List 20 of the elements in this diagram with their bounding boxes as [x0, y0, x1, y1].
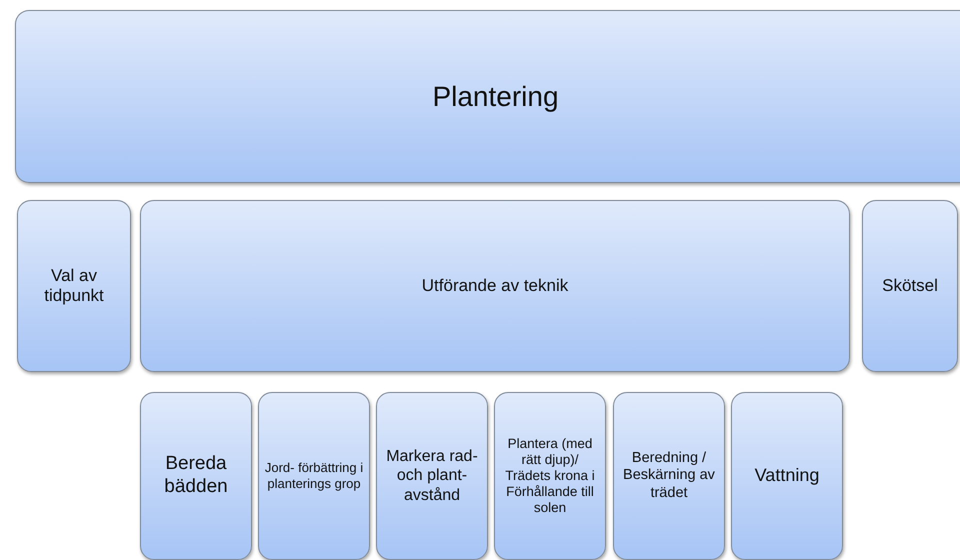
step-label: Val av tidpunkt: [43, 266, 105, 306]
step-box: [258, 392, 370, 560]
step-box: [494, 392, 606, 560]
step-label: Skötsel: [882, 276, 938, 296]
step-box: [731, 392, 843, 560]
title-box: [15, 10, 960, 183]
step-label: Utförande av teknik: [422, 276, 568, 296]
step-label: Bereda bädden: [163, 453, 229, 499]
step-label: Beredning / Beskärning av trädet: [622, 450, 716, 502]
step-label: Vattning: [754, 465, 820, 487]
step-box: [17, 200, 131, 372]
step-box: [140, 200, 850, 372]
step-box: [376, 392, 488, 560]
step-box: [613, 392, 725, 560]
step-label: Plantera (med rätt djup)/ Trädets krona i Förhållande till solen: [504, 436, 596, 516]
step-box: [140, 392, 252, 560]
step-label: Plantering: [432, 80, 559, 114]
step-label: Jord- förbättring i planterings grop: [264, 460, 364, 492]
step-box: [862, 200, 958, 372]
step-label: Markera rad- och plant- avstånd: [385, 447, 479, 505]
